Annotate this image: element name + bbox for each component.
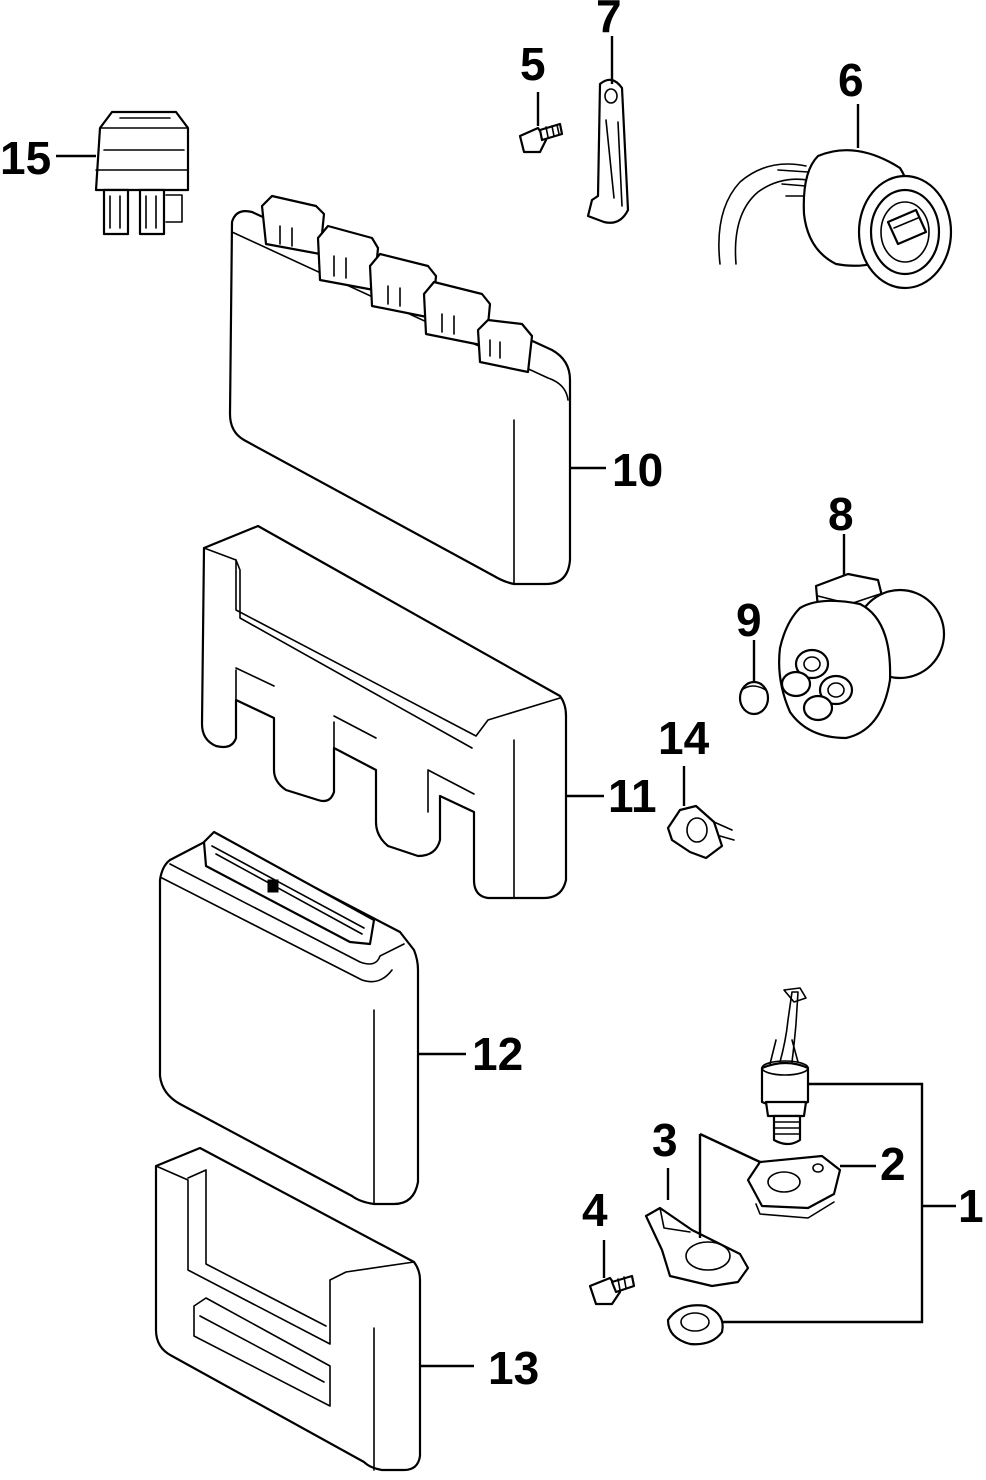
callout-12: 12 (472, 1028, 523, 1080)
sensor-washer (666, 1304, 724, 1346)
callout-2: 2 (880, 1138, 906, 1190)
part-4-bolt (588, 1274, 636, 1306)
part-9-cap (738, 680, 770, 716)
part-13-cover (154, 1146, 422, 1472)
callout-labels: 15 5 7 6 10 8 9 11 14 12 13 2 3 4 1 (0, 0, 984, 1394)
callout-14: 14 (658, 712, 710, 764)
part-8-connector (778, 572, 946, 740)
part-7-terminal-lug (586, 78, 630, 224)
part-1-sensor (760, 987, 810, 1146)
leader-lines (56, 36, 956, 1368)
callout-9: 9 (736, 594, 762, 646)
part-5-screw (518, 122, 564, 154)
callout-4: 4 (582, 1184, 608, 1236)
callout-8: 8 (828, 488, 854, 540)
callout-5: 5 (520, 38, 546, 90)
callout-10: 10 (612, 444, 663, 496)
callout-13: 13 (488, 1342, 539, 1394)
part-12-ecu-module (158, 830, 420, 1206)
part-14-clip (666, 804, 735, 860)
callout-3: 3 (652, 1114, 678, 1166)
callout-1: 1 (958, 1180, 984, 1232)
part-2-bracket (746, 1154, 842, 1219)
part-11-bracket (200, 524, 568, 900)
part-6-ignition-switch (718, 149, 953, 290)
part-3-plate (644, 1206, 750, 1288)
callout-7: 7 (596, 0, 622, 42)
callout-11: 11 (608, 770, 657, 822)
leader-3 (666, 1132, 761, 1238)
part-15-relay (94, 110, 190, 236)
callout-15: 15 (0, 132, 51, 184)
leader-1 (722, 1082, 956, 1324)
part-10-control-module (228, 194, 572, 586)
callout-6: 6 (838, 54, 864, 106)
